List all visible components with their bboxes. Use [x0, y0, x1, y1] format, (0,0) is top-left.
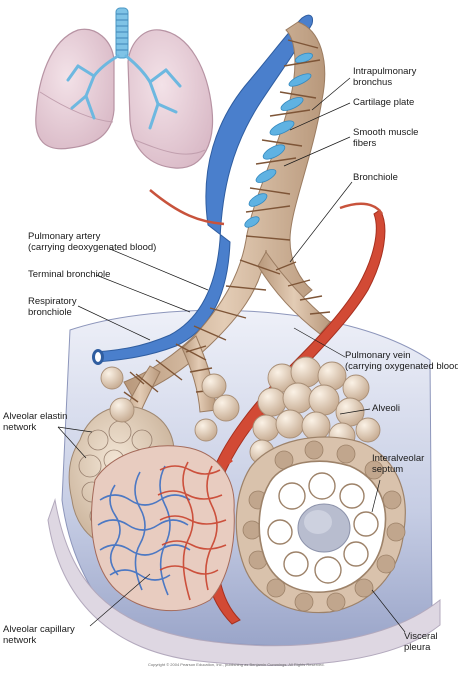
alveolar-sac-section	[235, 436, 406, 614]
label-pulmonary-vein: Pulmonary vein (carrying oxygenated bloo…	[345, 350, 458, 372]
small-vein-curve	[339, 202, 384, 215]
pulmonary-artery-vessel	[92, 14, 313, 365]
label-respiratory-bronchiole: Respiratory bronchiole	[28, 296, 77, 318]
label-alveolar-capillary-network: Alveolar capillary network	[3, 624, 75, 646]
label-terminal-bronchiole: Terminal bronchiole	[28, 269, 111, 280]
smooth-muscle-fibers	[123, 39, 331, 403]
label-interalveolar-septum: Interalveolar septum	[372, 453, 425, 475]
label-intrapulmonary-bronchus: Intrapulmonary bronchus	[353, 66, 417, 88]
copyright-credit: Copyright © 2004 Pearson Education, Inc.…	[148, 662, 325, 667]
alveoli-cluster	[100, 356, 381, 465]
alveolar-capillary-mesh	[91, 445, 235, 612]
label-alveolar-elastin-network: Alveolar elastin network	[3, 411, 68, 433]
label-smooth-muscle-fibers: Smooth muscle fibers	[353, 127, 419, 149]
label-pulmonary-artery: Pulmonary artery (carrying deoxygenated …	[28, 231, 157, 253]
label-visceral-pleura: Visceral pleura	[404, 631, 438, 653]
label-bronchiole: Bronchiole	[353, 172, 398, 183]
small-vessel-curve	[149, 189, 225, 226]
label-alveoli: Alveoli	[372, 403, 400, 414]
lungs-inset	[35, 7, 214, 169]
cartilage-plates	[244, 52, 313, 228]
leader-lines	[57, 77, 406, 633]
label-cartilage-plate: Cartilage plate	[353, 97, 415, 108]
